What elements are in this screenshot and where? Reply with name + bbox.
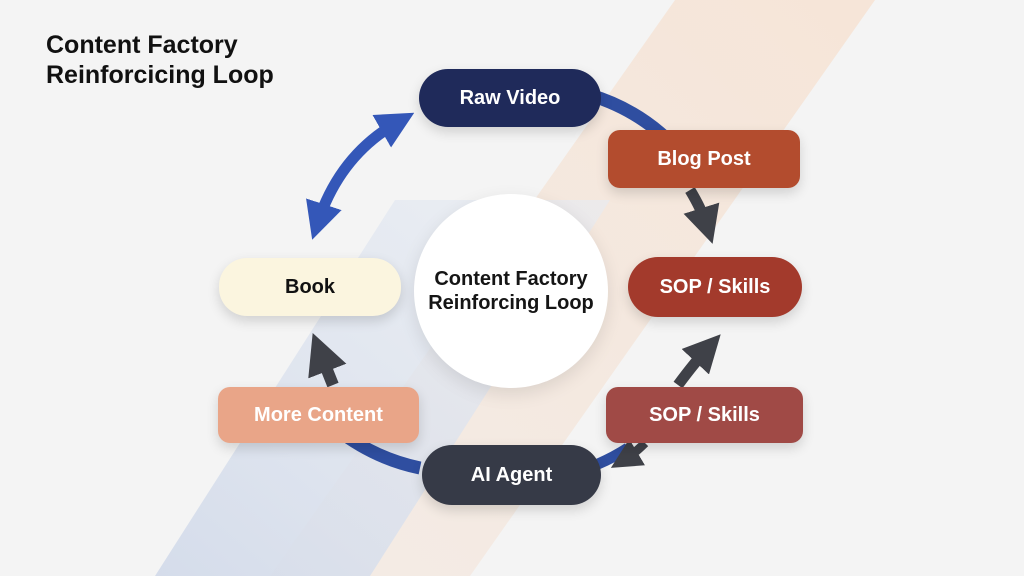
title-line-2: Reinforcicing Loop — [46, 61, 274, 89]
node-raw-video: Raw Video — [419, 69, 601, 127]
center-label-line-1: Content Factory — [434, 268, 588, 290]
arrow-more-to-book — [308, 332, 347, 388]
arrow-sop2-to-sop1 — [673, 334, 721, 389]
node-blog-post: Blog Post — [608, 130, 800, 188]
node-sop-skills-2: SOP / Skills — [606, 387, 803, 443]
node-ai-agent: AI Agent — [422, 445, 601, 505]
title-line-1: Content Factory — [46, 31, 238, 59]
arrow-sop2-to-agent — [610, 439, 649, 468]
node-book: Book — [219, 258, 401, 316]
node-sop-skills-1: SOP / Skills — [628, 257, 802, 317]
center-label-line-2: Reinforcing Loop — [428, 292, 594, 314]
arrow-blog-to-sop — [683, 187, 720, 244]
arrow-book-raw-video — [306, 112, 415, 240]
center-hub: Content Factory Reinforcing Loop — [414, 194, 608, 388]
node-more-content: More Content — [218, 387, 419, 443]
diagram-title: Content Factory Reinforcicing Loop — [46, 30, 274, 90]
